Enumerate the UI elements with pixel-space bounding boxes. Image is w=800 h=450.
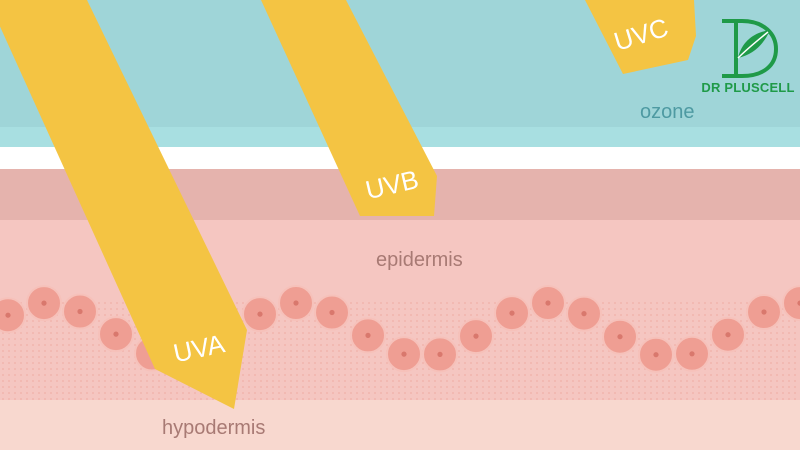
- skin-cell: [782, 285, 800, 322]
- cell-nucleus: [41, 300, 47, 306]
- cell-nucleus: [365, 332, 371, 338]
- cell-nucleus: [473, 333, 479, 339]
- cell-nucleus: [545, 300, 551, 306]
- cell-nucleus: [617, 334, 623, 340]
- cell-nucleus: [329, 309, 335, 316]
- uva-ray: [0, 0, 247, 409]
- brand-name: DR PLUSCELL: [701, 80, 795, 95]
- cell-nucleus: [77, 308, 83, 315]
- cell-nucleus: [653, 352, 659, 358]
- cell-nucleus: [401, 351, 407, 357]
- cell-nucleus: [761, 309, 767, 315]
- skin-cell: [0, 297, 26, 334]
- ozone-label: ozone: [640, 101, 695, 123]
- cell-nucleus: [5, 312, 11, 318]
- cell-nucleus: [689, 351, 695, 357]
- cell-nucleus: [437, 351, 443, 357]
- brand-logo: DR PLUSCELL: [700, 18, 796, 98]
- uvb-ray: [261, 0, 437, 216]
- hypodermis-label: hypodermis: [162, 417, 266, 439]
- cell-nucleus: [581, 311, 587, 317]
- uvc-ray: [585, 0, 696, 74]
- leaf-letter-d-icon: [722, 19, 779, 78]
- hypodermis-band: [0, 400, 800, 450]
- cell-nucleus: [797, 300, 800, 306]
- cell-nucleus: [113, 331, 119, 337]
- cell-nucleus: [725, 332, 731, 338]
- cell-nucleus: [509, 310, 515, 316]
- cell-nucleus: [257, 311, 263, 317]
- epidermis-label: epidermis: [376, 249, 463, 271]
- cell-nucleus: [293, 300, 299, 306]
